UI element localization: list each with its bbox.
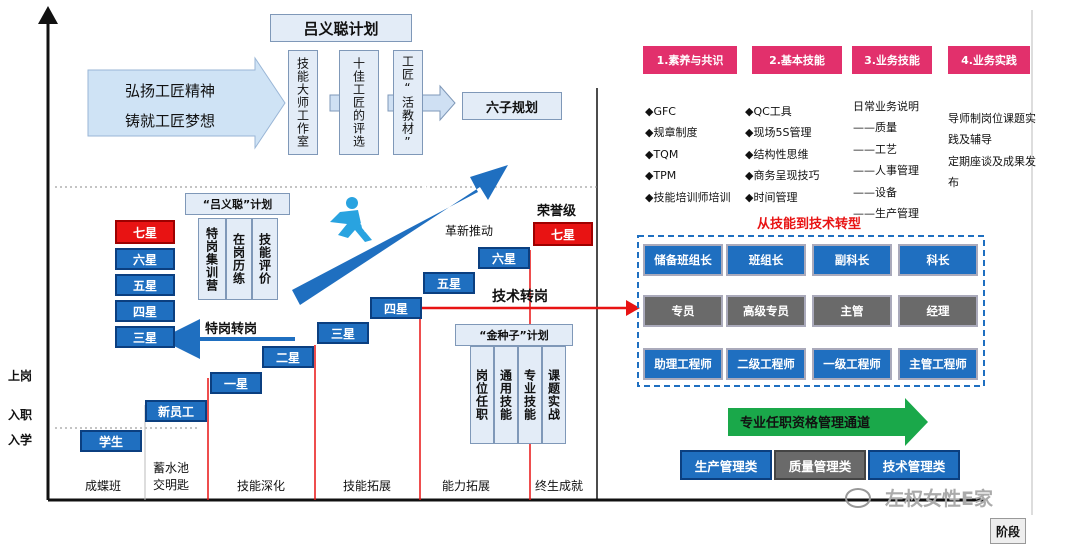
plan-title: 吕义聪计划 [270, 14, 412, 42]
header-business-skills: 3.业务技能 [852, 46, 932, 74]
stage-label: 技能深化 [237, 479, 286, 493]
gold-card: 岗位任职 [470, 346, 494, 444]
header-business-practice: 4.业务实践 [948, 46, 1030, 74]
grid-cell: 主管 [812, 295, 892, 327]
transform-frame [637, 235, 985, 387]
stage-corner-label: 阶段 [990, 518, 1026, 544]
professional-channel-arrow [728, 398, 928, 446]
stage-label: 蓄水池 交明匙 [153, 461, 190, 492]
slogan-arrow [87, 56, 286, 150]
lyc-card: 在岗历练 [226, 218, 252, 300]
slogan-line1: 弘扬工匠精神 [125, 82, 216, 100]
header-literacy: 1.素养与共识 [643, 46, 737, 74]
y-label-shanggang: 上岗 [8, 369, 33, 383]
left-star-7: 七星 [115, 220, 175, 244]
y-label-ruxue: 入学 [8, 433, 33, 447]
skill-to-tech-label: 从技能到技术转型 [757, 217, 862, 232]
tech-transfer-arrow [626, 300, 640, 316]
col3-list: 日常业务说明——质量——工艺——人事管理——设备——生产管理 [853, 99, 919, 221]
grid-cell: 班组长 [726, 244, 806, 276]
innovation-label: 革新推动 [445, 224, 494, 238]
honor-label: 荣誉级 [537, 204, 577, 219]
six-plan: 六子规划 [462, 92, 562, 120]
gold-plan-title: “金种子”计划 [455, 324, 573, 346]
tech-transfer-label: 技术转岗 [492, 289, 548, 305]
left-star-6: 六星 [115, 248, 175, 270]
step-student: 学生 [80, 430, 142, 452]
step-4-star: 四星 [370, 297, 422, 319]
gold-card: 通用技能 [494, 346, 518, 444]
special-transfer-label: 特岗转岗 [205, 322, 258, 337]
lyc-card: 特岗集训营 [198, 218, 226, 300]
stage-label: 能力拓展 [442, 479, 491, 493]
grid-cell: 一级工程师 [812, 348, 892, 380]
runner-icon [330, 197, 372, 242]
step-new-employee: 新员工 [145, 400, 207, 422]
gold-card: 课题实战 [542, 346, 566, 444]
grid-cell: 专员 [643, 295, 723, 327]
wechat-icon [845, 488, 871, 508]
step-1-star: 一星 [210, 372, 262, 394]
stage-label: 成蝶班 [85, 479, 122, 493]
col4-list: 导师制岗位课题实践及辅导定期座谈及成果发布 [948, 111, 1036, 190]
step-7-star: 七星 [533, 222, 593, 246]
lyc-plan-title: “吕义聪”计划 [185, 193, 290, 215]
grid-cell: 副科长 [812, 244, 892, 276]
stage-label: 终生成就 [535, 479, 584, 493]
col1-list: ◆GFC◆规章制度◆TQM◆TPM◆技能培训师培训 [645, 104, 731, 204]
grid-cell: 高级专员 [726, 295, 806, 327]
category-quality: 质量管理类 [774, 450, 866, 480]
grid-cell: 助理工程师 [643, 348, 723, 380]
skill-channel-arrow [292, 165, 508, 305]
watermark: 左权女性E家 [885, 488, 993, 510]
step-3-star: 三星 [317, 322, 369, 344]
plan-card: 十佳工匠的评选 [339, 50, 379, 155]
grid-cell: 储备班组长 [643, 244, 723, 276]
professional-channel-label: 专业任职资格管理通道 [740, 416, 871, 431]
left-star-5: 五星 [115, 274, 175, 296]
lyc-card: 技能评价 [252, 218, 278, 300]
slogan-line2: 铸就工匠梦想 [125, 112, 216, 130]
plan-card: 技能大师工作室 [288, 50, 318, 155]
y-label-ruzhi: 入职 [8, 408, 33, 422]
grid-cell: 经理 [898, 295, 978, 327]
left-star-4: 四星 [115, 300, 175, 322]
left-star-3: 三星 [115, 326, 175, 348]
y-axis-arrow [38, 6, 58, 24]
col2-list: ◆QC工具◆现场5S管理◆结构性思维◆商务呈现技巧◆时间管理 [745, 104, 820, 204]
step-6-star: 六星 [478, 247, 530, 269]
category-production: 生产管理类 [680, 450, 772, 480]
step-5-star: 五星 [423, 272, 475, 294]
step-2-star: 二星 [262, 346, 314, 368]
grid-cell: 主管工程师 [898, 348, 978, 380]
grid-cell: 科长 [898, 244, 978, 276]
gold-card: 专业技能 [518, 346, 542, 444]
stage-label: 技能拓展 [343, 479, 392, 493]
plan-card: 工匠“活教材” [393, 50, 423, 155]
header-basic-skills: 2.基本技能 [752, 46, 842, 74]
grid-cell: 二级工程师 [726, 348, 806, 380]
category-technical: 技术管理类 [868, 450, 960, 480]
